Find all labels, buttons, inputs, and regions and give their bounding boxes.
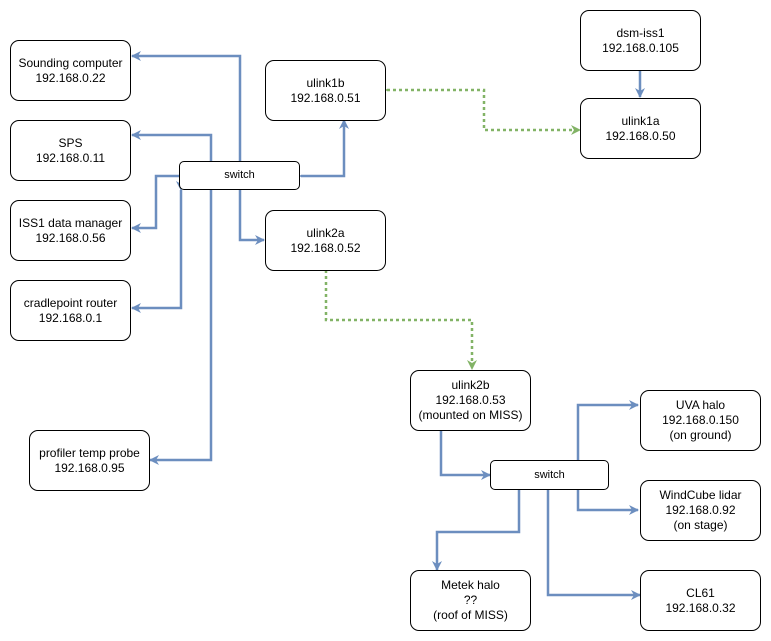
node-metek-halo[interactable]: Metek halo ?? (roof of MISS) [410,570,531,631]
node-dsm-iss1[interactable]: dsm-iss1 192.168.0.105 [580,10,701,71]
switch-miss[interactable]: switch [490,460,609,490]
node-name: Metek halo [441,578,500,592]
node-ip: 192.168.0.105 [602,40,679,55]
link-sounding-switch [131,51,245,172]
node-ip: 192.168.0.51 [290,90,361,105]
node-ulink2b[interactable]: ulink2b 192.168.0.53 (mounted on MISS) [410,370,531,431]
node-name: SPS [58,135,83,150]
node-ip: 192.168.0.150 [662,413,739,427]
node-ip: 192.168.0.95 [54,460,125,475]
node-ip: 192.168.0.56 [35,230,106,245]
node-sounding-computer[interactable]: Sounding computer 192.168.0.22 [10,40,131,101]
link-uvahalo-switch2 [573,400,639,470]
node-name: CL61 [686,585,715,600]
node-windcube-lidar[interactable]: WindCube lidar 192.168.0.92 (on stage) [640,480,761,541]
node-cradlepoint-router[interactable]: cradlepoint router 192.168.0.1 [10,280,131,341]
link-windcube-switch2 [573,481,639,515]
node-ip: 192.168.0.1 [38,310,103,325]
node-profiler-temp-probe[interactable]: profiler temp probe 192.168.0.95 [29,430,150,491]
link-ulink1b-switch [292,119,349,181]
node-ip: ?? [463,593,478,607]
node-name: profiler temp probe [39,445,140,460]
node-cl61[interactable]: CL61 192.168.0.32 [640,570,761,631]
switch-label: switch [224,169,255,181]
node-name: ISS1 data manager [18,215,123,230]
node-uva-halo[interactable]: UVA halo 192.168.0.150 (on ground) [640,390,761,451]
node-iss1-data-manager[interactable]: ISS1 data manager 192.168.0.56 [10,200,131,261]
switch-label: switch [534,468,565,481]
node-ulink1b[interactable]: ulink1b 192.168.0.51 [265,60,386,121]
node-ip: 192.168.0.11 [35,150,106,165]
link-sps-switch [131,130,216,172]
node-ip: 192.168.0.50 [605,128,676,143]
link-profiler-switch [149,181,216,465]
link-iss1dm-switch [131,171,188,233]
node-name: Sounding computer [18,55,123,70]
node-name: WindCube lidar [659,488,742,502]
wireless-link-ulink2a-ulink2b [321,261,477,370]
node-name: ulink2a [306,225,345,240]
node-name: UVA halo [675,398,726,412]
node-note: (on ground) [669,428,732,442]
node-sps[interactable]: SPS 192.168.0.11 [10,120,131,181]
node-name: ulink1b [306,75,345,90]
node-ip: 192.168.0.32 [665,600,736,615]
node-note: (roof of MISS) [433,608,508,622]
node-name: ulink2b [451,378,490,392]
link-metek-switch2 [432,481,524,571]
node-ip: 192.168.0.22 [35,70,106,85]
link-ulink2a-switch [235,181,265,245]
node-note: (mounted on MISS) [418,408,523,422]
node-ip: 192.168.0.92 [665,503,736,517]
node-ulink1a[interactable]: ulink1a 192.168.0.50 [580,98,701,159]
node-ip: 192.168.0.53 [435,393,506,407]
wireless-link-ulink1b-ulink1a [378,85,581,135]
node-name: ulink1a [621,113,660,128]
node-name: dsm-iss1 [616,25,665,40]
node-name: cradlepoint router [23,295,118,310]
node-ulink2a[interactable]: ulink2a 192.168.0.52 [265,210,386,271]
link-cl61-switch2 [543,481,641,600]
link-ulink2b-switch2 [436,422,491,480]
node-note: (on stage) [673,518,728,532]
node-ip: 192.168.0.52 [290,240,361,255]
switch-main[interactable]: switch [179,161,300,190]
